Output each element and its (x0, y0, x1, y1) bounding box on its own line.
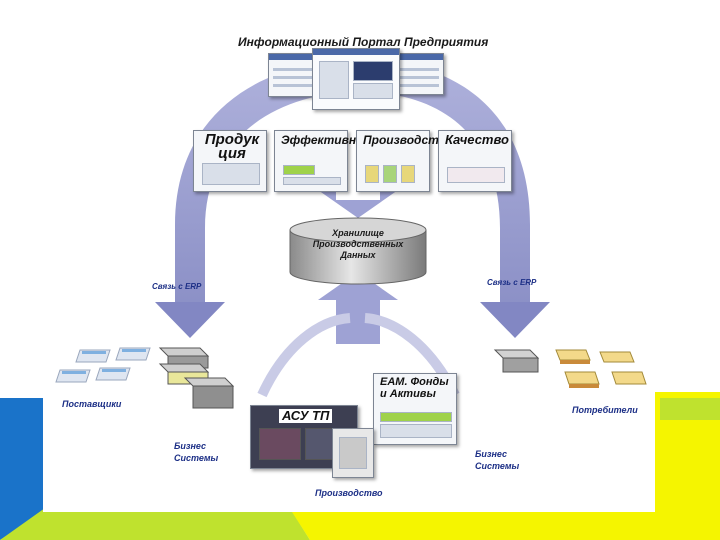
production-label: Производство (315, 488, 383, 498)
asu-label: АСУ ТП (279, 409, 333, 423)
module-label-products: Продук ция (204, 131, 260, 162)
center-down-arrowhead (318, 190, 398, 218)
left-curve-arrow (257, 313, 351, 398)
portal-screen-main (312, 48, 400, 110)
right-erp-label: Связь с ERP (487, 278, 537, 287)
consumers-label: Потребители (572, 405, 638, 415)
module-card-products: Продук ция (193, 130, 267, 192)
server-stack-left (158, 347, 235, 409)
blue-corner-shape (0, 398, 43, 540)
suppliers-label: Поставщики (62, 399, 122, 409)
right-down-arrowhead (480, 302, 550, 338)
module-card-efficiency: Эффективность (274, 130, 388, 192)
eam-label: EAM. Фонды и Активы (380, 376, 449, 400)
module-label-quality: Качество (445, 132, 509, 147)
green-band-shape (0, 508, 310, 540)
process-screen (332, 428, 374, 478)
business-systems-right-label: Бизнес Системы (475, 449, 520, 471)
eam-screen: EAM. Фонды и Активы (373, 373, 457, 445)
consumer-icons (555, 349, 647, 385)
business-systems-left-label: Бизнес Системы (174, 441, 219, 463)
center-up-arrowhead (318, 272, 398, 300)
portal-title: Информационный Портал Предприятия (238, 35, 489, 49)
green-strip-shape (660, 398, 720, 420)
storage-label: Хранилище Производственных Данных (312, 228, 404, 260)
portal-screen-right (392, 53, 444, 95)
module-card-quality: Качество (438, 130, 512, 192)
left-down-arrowhead (155, 302, 225, 338)
portal-screen-left (268, 53, 320, 97)
server-stack-right (493, 349, 540, 373)
left-erp-label: Связь с ERP (152, 282, 202, 291)
